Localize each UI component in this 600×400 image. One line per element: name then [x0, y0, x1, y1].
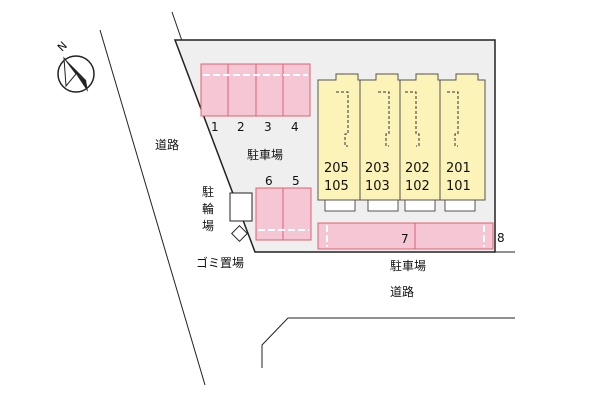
compass-label: N	[55, 39, 70, 54]
bicycle-parking-label-3: 場	[202, 219, 214, 233]
parking-space-number: 2	[237, 120, 245, 134]
parking-label-bottom: 駐車場	[390, 258, 426, 273]
garbage-label: ゴミ置場	[196, 255, 244, 270]
unit-number-upper: 201	[446, 161, 471, 176]
parking-space-number: 1	[211, 120, 219, 134]
stair-outline	[447, 91, 459, 147]
unit-number-upper: 202	[405, 161, 430, 176]
unit-number-lower: 103	[365, 179, 390, 194]
balcony	[404, 199, 436, 212]
stair-outline	[336, 91, 349, 147]
balcony	[367, 199, 399, 212]
unit-number-lower: 102	[405, 179, 430, 194]
parking-space-number: 4	[291, 120, 299, 134]
building-group: 205 105 203 103 202 102 201 101	[317, 73, 486, 212]
stair-outline	[405, 91, 420, 147]
parking-space-number: 7	[401, 232, 409, 246]
parking-space-number: 3	[264, 120, 272, 134]
parking-space-number: 8	[497, 231, 505, 245]
garbage-area-box	[231, 225, 248, 242]
balcony	[444, 199, 476, 212]
parking-space-number: 6	[265, 174, 273, 188]
road-bottom-outer-edge	[261, 317, 515, 368]
north-arrow-compass-icon: N	[55, 39, 95, 93]
unit-number-upper: 203	[365, 161, 390, 176]
balcony	[324, 199, 356, 212]
road-label-left: 道路	[155, 137, 179, 152]
road-left-edge	[99, 29, 206, 386]
parking-long-group: 7 8	[317, 222, 505, 250]
parking-label-top: 駐車場	[247, 147, 283, 162]
unit-number-lower: 105	[324, 179, 349, 194]
parking-long-area	[317, 222, 494, 250]
parking-mid-group: 6 5	[255, 174, 312, 241]
stair-outline	[378, 91, 390, 147]
parking-space-number: 5	[292, 174, 300, 188]
unit-number-lower: 101	[446, 179, 471, 194]
bicycle-parking-box	[229, 192, 253, 222]
road-label-bottom: 道路	[390, 284, 414, 299]
parking-top-group: 1 2 3 4	[200, 63, 311, 134]
bicycle-parking-label-2: 輪	[202, 201, 214, 216]
bicycle-parking-label-1: 駐	[202, 184, 214, 199]
unit-number-upper: 205	[324, 161, 349, 176]
